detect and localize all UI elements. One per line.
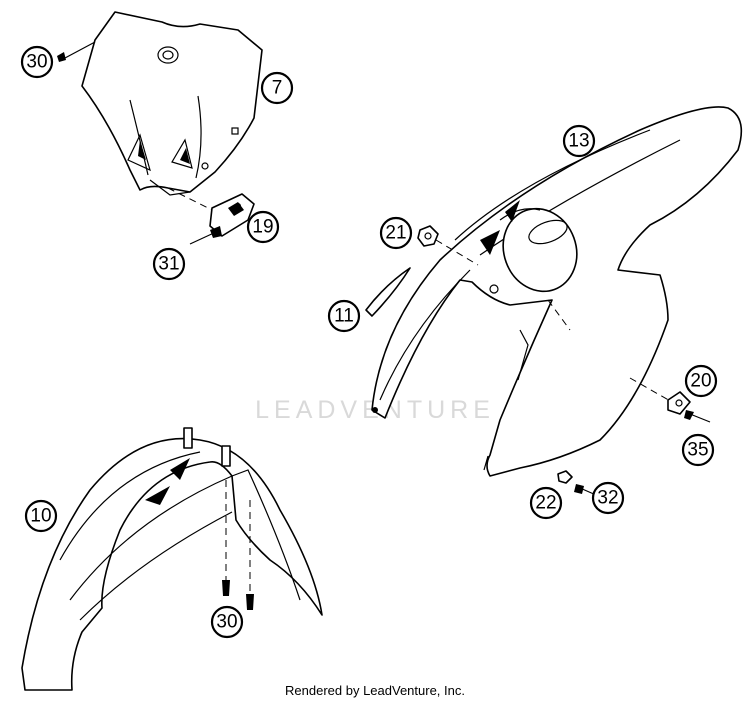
part-number-plate xyxy=(81,11,263,196)
part-front-fender xyxy=(21,427,323,691)
callout-19: 19 xyxy=(246,210,280,244)
bolt-30-top xyxy=(57,41,96,62)
callout-22-label: 22 xyxy=(535,493,556,514)
leader-21 xyxy=(435,239,479,266)
footer-credit: Rendered by LeadVenture, Inc. xyxy=(285,683,465,698)
callout-10-label: 10 xyxy=(30,506,51,527)
callout-30-top-label: 30 xyxy=(26,52,47,73)
bolt-30-bottom-right xyxy=(246,594,254,610)
leader-20 xyxy=(629,377,673,403)
leader-fender-mid xyxy=(547,299,571,331)
callout-21: 21 xyxy=(379,216,413,250)
callout-10: 10 xyxy=(24,499,58,533)
callout-7-label: 7 xyxy=(272,78,283,99)
callout-35-label: 35 xyxy=(687,440,708,461)
bolt-30-bottom-left xyxy=(222,580,230,596)
callout-21-label: 21 xyxy=(385,223,406,244)
callout-13-label: 13 xyxy=(568,131,589,152)
part-rear-fender xyxy=(371,106,743,477)
callout-20-label: 20 xyxy=(690,371,711,392)
bolt-31 xyxy=(189,226,222,245)
callout-11-label: 11 xyxy=(334,306,354,327)
callout-32-label: 32 xyxy=(597,488,618,509)
callout-35: 35 xyxy=(681,433,715,467)
callout-30-top: 30 xyxy=(20,45,54,79)
callout-30-bottom: 30 xyxy=(210,605,244,639)
callout-7: 7 xyxy=(260,71,294,105)
callout-30-bottom-label: 30 xyxy=(216,612,237,633)
bushing-20 xyxy=(667,391,691,415)
callout-32: 32 xyxy=(591,481,625,515)
callout-31: 31 xyxy=(152,247,186,281)
callout-22: 22 xyxy=(529,486,563,520)
nut-21 xyxy=(417,225,439,247)
part-bracket xyxy=(167,187,255,237)
callout-13: 13 xyxy=(562,124,596,158)
callout-20: 20 xyxy=(684,364,718,398)
bolt-35 xyxy=(684,410,711,423)
callout-31-label: 31 xyxy=(158,254,179,275)
nut-22 xyxy=(557,470,573,484)
part-decal-strip xyxy=(365,267,411,317)
callout-19-label: 19 xyxy=(252,217,273,238)
callout-11: 11 xyxy=(327,299,361,333)
